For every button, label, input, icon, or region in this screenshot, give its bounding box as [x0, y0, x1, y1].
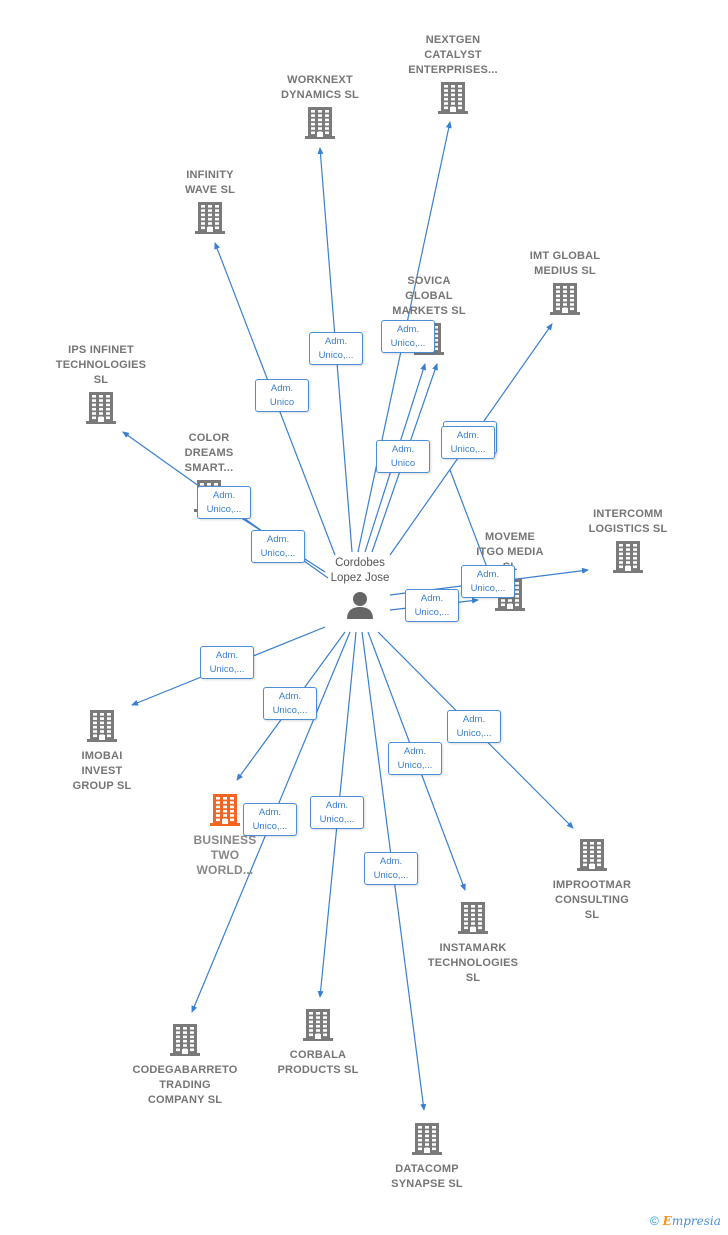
edge-role-label[interactable]: Adm. Unico,...	[447, 710, 501, 743]
company-name: IMOBAI INVEST GROUP SL	[72, 750, 132, 792]
company-name: IMT GLOBAL MEDIUS SL	[529, 250, 601, 277]
company-name: MOVEME ITGO MEDIA SL	[476, 531, 544, 573]
building-icon	[408, 900, 538, 939]
building-icon	[120, 1022, 250, 1061]
company-name: WORKNEXT DYNAMICS SL	[281, 74, 359, 101]
brand-initial: E	[662, 1214, 672, 1228]
edge-role-label[interactable]: Adm. Unico,...	[243, 803, 297, 836]
person-node[interactable]: Cordobes Lopez Jose	[300, 556, 420, 620]
edge-role-label[interactable]: Adm. Unico	[376, 440, 430, 473]
person-icon	[347, 592, 373, 619]
edge-role-label[interactable]: Adm. Unico,...	[263, 687, 317, 720]
building-icon	[388, 80, 518, 119]
building-icon	[527, 837, 657, 876]
company-name: SOVICA GLOBAL MARKETS SL	[392, 275, 466, 317]
empresia-footer[interactable]: © Empresia	[650, 1214, 721, 1228]
building-icon	[145, 200, 275, 239]
building-icon	[500, 281, 630, 320]
company-node-datacomp[interactable]: DATACOMP SYNAPSE SL	[362, 1119, 492, 1192]
edge-role-label[interactable]: Adm. Unico,...	[461, 565, 515, 598]
building-icon	[255, 105, 385, 144]
edge-role-label[interactable]: Adm. Unico,...	[310, 796, 364, 829]
edge-role-label[interactable]: Adm. Unico,...	[441, 426, 495, 459]
building-icon	[362, 1121, 492, 1160]
person-name: Cordobes Lopez Jose	[330, 557, 390, 584]
edge-line-17	[449, 469, 489, 571]
company-node-infinity[interactable]: INFINITY WAVE SL	[145, 168, 275, 241]
company-node-corbala[interactable]: CORBALA PRODUCTS SL	[253, 1005, 383, 1078]
company-name: INTERCOMM LOGISTICS SL	[588, 508, 668, 535]
company-node-intercomm[interactable]: INTERCOMM LOGISTICS SL	[563, 507, 693, 580]
edge-role-label[interactable]: Adm. Unico,...	[405, 589, 459, 622]
company-name: BUSINESS TWO WORLD...	[193, 833, 257, 877]
company-name: DATACOMP SYNAPSE SL	[391, 1163, 463, 1190]
company-name: INFINITY WAVE SL	[184, 169, 236, 196]
edge-role-label[interactable]: Adm. Unico,...	[364, 852, 418, 885]
building-icon	[563, 539, 693, 578]
company-node-ips[interactable]: IPS INFINET TECHNOLOGIES SL	[36, 343, 166, 431]
company-node-nextgen[interactable]: NEXTGEN CATALYST ENTERPRISES...	[388, 33, 518, 121]
edge-role-label[interactable]: Adm. Unico,...	[388, 742, 442, 775]
edge-role-label[interactable]: Adm. Unico,...	[251, 530, 305, 563]
copyright-symbol: ©	[650, 1214, 659, 1228]
company-node-imobai[interactable]: IMOBAI INVEST GROUP SL	[37, 706, 167, 794]
building-icon	[36, 390, 166, 429]
company-name: IMPROOTMAR CONSULTING SL	[552, 879, 632, 921]
building-icon	[37, 708, 167, 747]
company-node-worknext[interactable]: WORKNEXT DYNAMICS SL	[255, 73, 385, 146]
edge-role-label[interactable]: Adm. Unico	[255, 379, 309, 412]
building-icon	[253, 1007, 383, 1046]
company-name: CORBALA PRODUCTS SL	[277, 1049, 359, 1076]
building-icon	[160, 792, 290, 831]
company-name: INSTAMARK TECHNOLOGIES SL	[427, 942, 519, 984]
company-name: COLOR DREAMS SMART...	[184, 432, 234, 474]
edge-role-label[interactable]: Adm. Unico,...	[309, 332, 363, 365]
edge-role-label[interactable]: Adm. Unico,...	[197, 486, 251, 519]
company-node-codega[interactable]: CODEGABARRETO TRADING COMPANY SL	[120, 1020, 250, 1108]
edge-role-label[interactable]: Adm. Unico,...	[200, 646, 254, 679]
company-node-instamark[interactable]: INSTAMARK TECHNOLOGIES SL	[408, 898, 538, 986]
company-name: CODEGABARRETO TRADING COMPANY SL	[132, 1064, 238, 1106]
company-name: NEXTGEN CATALYST ENTERPRISES...	[408, 34, 498, 76]
company-node-imt[interactable]: IMT GLOBAL MEDIUS SL	[500, 249, 630, 322]
company-name: IPS INFINET TECHNOLOGIES SL	[55, 344, 147, 386]
brand-name: mpresia	[671, 1214, 721, 1228]
company-node-business[interactable]: BUSINESS TWO WORLD...	[160, 790, 290, 878]
company-node-improotmar[interactable]: IMPROOTMAR CONSULTING SL	[527, 835, 657, 923]
edge-role-label[interactable]: Adm. Unico,...	[381, 320, 435, 353]
